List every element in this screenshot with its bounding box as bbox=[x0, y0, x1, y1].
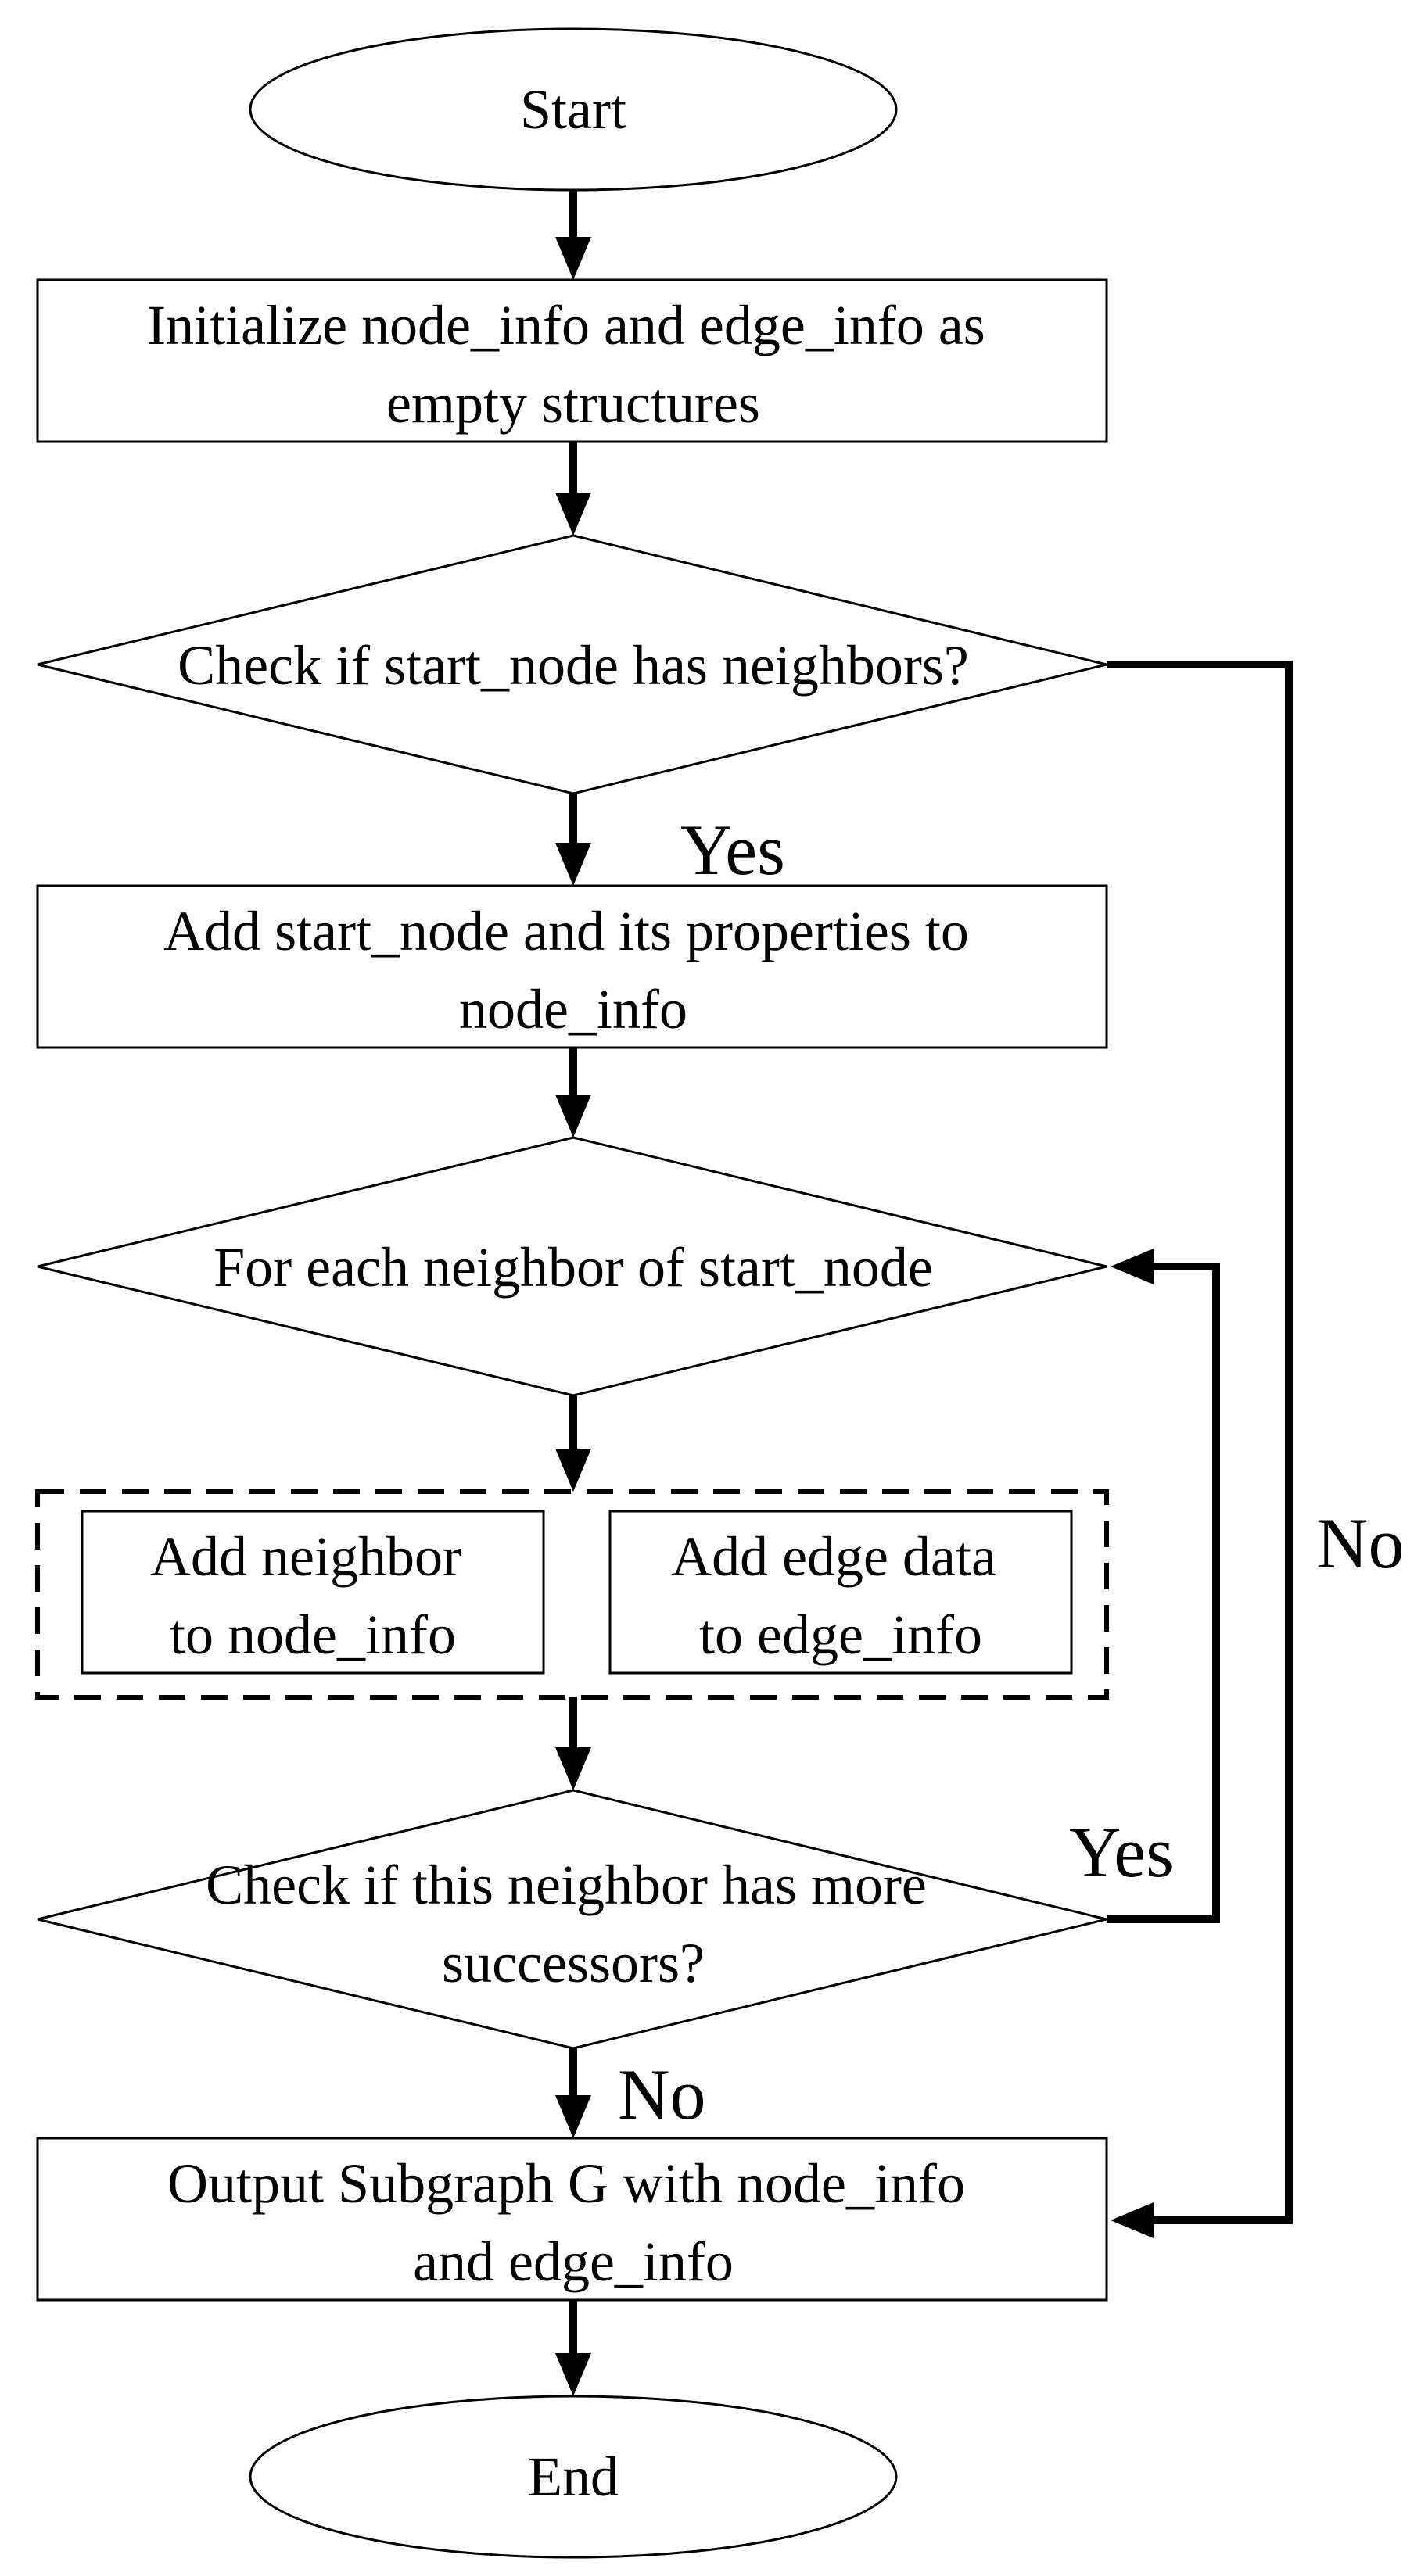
output-label-line-2: and edge_info bbox=[413, 2230, 734, 2293]
init-label: Initialize node_info and edge_info as em… bbox=[147, 294, 999, 435]
init-label-line-1: Initialize node_info and edge_info as bbox=[147, 294, 985, 356]
no-successors-label: No bbox=[618, 2055, 705, 2134]
add-neighbor-label-line-2: to node_info bbox=[170, 1603, 456, 1666]
start-to-init-arrow bbox=[555, 190, 591, 280]
no-neighbors-label: No bbox=[1316, 1503, 1404, 1583]
add-edge-process bbox=[608, 1510, 1073, 1675]
add-neighbor-label: Add neighbor to node_info bbox=[150, 1525, 475, 1666]
group-to-check-successors-arrow bbox=[555, 1697, 591, 1790]
add-neighbor-process bbox=[81, 1510, 545, 1675]
start-label: Start bbox=[520, 78, 626, 141]
init-process bbox=[36, 278, 1108, 443]
check-successors-to-output-arrow bbox=[555, 2048, 591, 2138]
add-start-label-line-2: node_info bbox=[459, 978, 687, 1041]
check-neighbors-label: Check if start_node has neighbors? bbox=[178, 634, 969, 697]
loop-back-arrow bbox=[1107, 1249, 1220, 1923]
add-neighbor-label-line-1: Add neighbor bbox=[150, 1525, 461, 1588]
init-label-line-2: empty structures bbox=[386, 372, 760, 435]
for-each-label: For each neighbor of start_node bbox=[214, 1236, 933, 1299]
for-each-to-group-arrow bbox=[555, 1395, 591, 1492]
init-to-check-arrow bbox=[555, 442, 591, 536]
no-neighbors-bypass-arrow bbox=[1107, 661, 1293, 2238]
yes-successors-label: Yes bbox=[1069, 1812, 1174, 1892]
add-edge-label-line-2: to edge_info bbox=[699, 1603, 982, 1666]
add-start-label-line-1: Add start_node and its properties to bbox=[163, 900, 969, 962]
yes-neighbors-label: Yes bbox=[680, 810, 785, 890]
check-successors-label: Check if this neighbor has more successo… bbox=[206, 1854, 941, 1994]
check-successors-decision bbox=[37, 1789, 1107, 2050]
end-label: End bbox=[528, 2445, 619, 2508]
check-successors-label-line-2: successors? bbox=[442, 1932, 705, 1994]
output-label: Output Subgraph G with node_info and edg… bbox=[167, 2152, 979, 2293]
add-start-label: Add start_node and its properties to nod… bbox=[163, 900, 983, 1041]
output-to-end-arrow bbox=[555, 2300, 591, 2396]
output-label-line-1: Output Subgraph G with node_info bbox=[167, 2152, 965, 2215]
add-edge-label-line-1: Add edge data bbox=[671, 1525, 996, 1588]
check-to-add-start-arrow bbox=[555, 794, 591, 886]
check-successors-label-line-1: Check if this neighbor has more bbox=[206, 1854, 927, 1916]
output-process bbox=[36, 2137, 1108, 2302]
add-start-to-for-each-arrow bbox=[555, 1048, 591, 1138]
add-edge-label: Add edge data to edge_info bbox=[671, 1525, 1010, 1666]
